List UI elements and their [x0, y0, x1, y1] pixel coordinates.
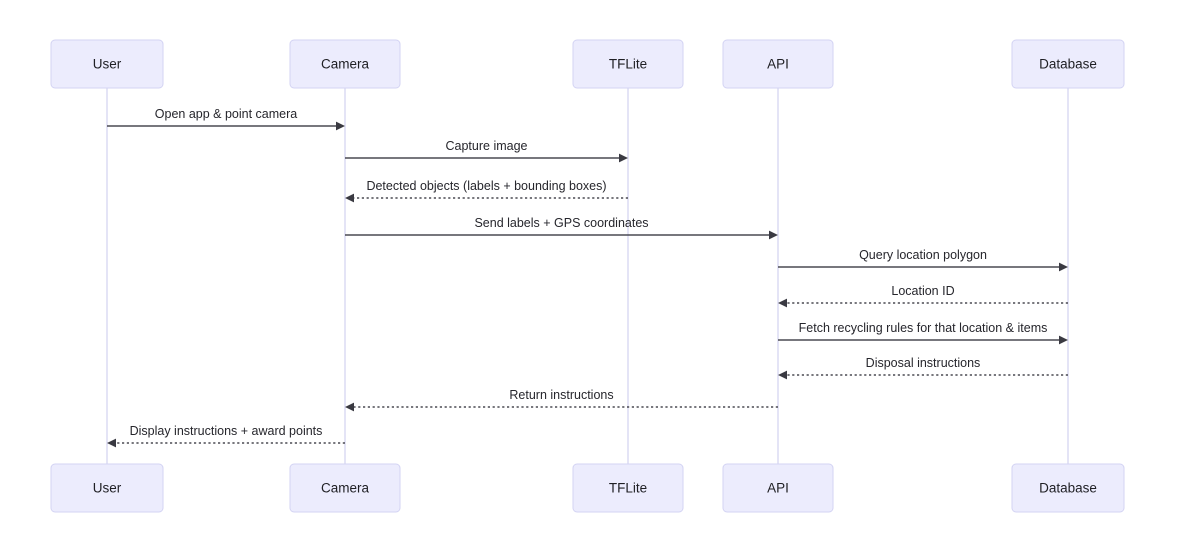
arrow-head-icon-8	[345, 402, 354, 412]
actor-label-api: API	[767, 57, 789, 72]
actor-bottom-camera[interactable]: Camera	[289, 463, 401, 513]
actor-label-camera: Camera	[321, 57, 370, 72]
actor-box-user	[50, 463, 164, 513]
message-label-0: Open app & point camera	[155, 107, 297, 121]
message-label-4: Query location polygon	[859, 248, 987, 262]
message-9-camera-to-user[interactable]: Display instructions + award points	[107, 424, 345, 448]
message-label-7: Disposal instructions	[866, 356, 981, 370]
actor-bottom-user[interactable]: User	[50, 463, 164, 513]
actor-top-api[interactable]: API	[722, 39, 834, 89]
actor-top-camera[interactable]: Camera	[289, 39, 401, 89]
actor-box-database	[1011, 463, 1125, 513]
actor-label-camera: Camera	[321, 481, 370, 496]
message-8-api-to-camera[interactable]: Return instructions	[345, 388, 778, 412]
message-1-camera-to-tflite[interactable]: Capture image	[345, 139, 628, 163]
actor-label-database: Database	[1039, 57, 1097, 72]
message-7-database-to-api[interactable]: Disposal instructions	[778, 356, 1068, 380]
actor-box-tflite	[572, 463, 684, 513]
lifelines-group	[106, 88, 1069, 464]
message-label-1: Capture image	[446, 139, 528, 153]
arrow-head-icon-0	[336, 121, 345, 131]
message-0-user-to-camera[interactable]: Open app & point camera	[107, 107, 345, 131]
actor-box-user	[50, 39, 164, 89]
message-label-6: Fetch recycling rules for that location …	[799, 321, 1048, 335]
actor-label-tflite: TFLite	[609, 481, 647, 496]
arrow-head-icon-1	[619, 153, 628, 163]
message-6-api-to-database[interactable]: Fetch recycling rules for that location …	[778, 321, 1068, 345]
actor-box-database	[1011, 39, 1125, 89]
actor-top-tflite[interactable]: TFLite	[572, 39, 684, 89]
message-label-3: Send labels + GPS coordinates	[474, 216, 648, 230]
message-label-5: Location ID	[891, 284, 954, 298]
message-label-9: Display instructions + award points	[130, 424, 323, 438]
actor-label-user: User	[93, 481, 122, 496]
arrow-head-icon-5	[778, 298, 787, 308]
actors-top-group: User Camera TFLite API Database	[50, 39, 1125, 89]
actor-top-database[interactable]: Database	[1011, 39, 1125, 89]
arrow-head-icon-2	[345, 193, 354, 203]
message-2-tflite-to-camera[interactable]: Detected objects (labels + bounding boxe…	[345, 179, 628, 203]
actor-box-camera	[289, 463, 401, 513]
actor-box-tflite	[572, 39, 684, 89]
arrow-head-icon-4	[1059, 262, 1068, 272]
arrow-head-icon-3	[769, 230, 778, 240]
actor-box-api	[722, 463, 834, 513]
actor-bottom-database[interactable]: Database	[1011, 463, 1125, 513]
actor-bottom-tflite[interactable]: TFLite	[572, 463, 684, 513]
actor-label-tflite: TFLite	[609, 57, 647, 72]
actor-top-user[interactable]: User	[50, 39, 164, 89]
arrow-head-icon-6	[1059, 335, 1068, 345]
arrow-head-icon-7	[778, 370, 787, 380]
actor-label-api: API	[767, 481, 789, 496]
actor-label-database: Database	[1039, 481, 1097, 496]
message-3-camera-to-api[interactable]: Send labels + GPS coordinates	[345, 216, 778, 240]
message-label-8: Return instructions	[509, 388, 613, 402]
actor-label-user: User	[93, 57, 122, 72]
actor-box-api	[722, 39, 834, 89]
message-5-database-to-api[interactable]: Location ID	[778, 284, 1068, 308]
actors-bottom-group: User Camera TFLite API Database	[50, 463, 1125, 513]
message-label-2: Detected objects (labels + bounding boxe…	[366, 179, 606, 193]
actor-box-camera	[289, 39, 401, 89]
message-4-api-to-database[interactable]: Query location polygon	[778, 248, 1068, 272]
actor-bottom-api[interactable]: API	[722, 463, 834, 513]
arrow-head-icon-9	[107, 438, 116, 448]
